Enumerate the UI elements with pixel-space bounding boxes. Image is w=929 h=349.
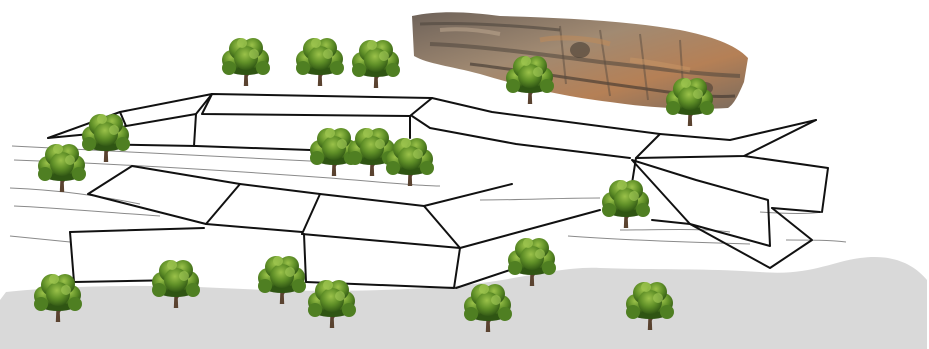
contour-lines — [9, 145, 847, 245]
tree-icon — [37, 143, 87, 193]
tree-icon — [601, 179, 651, 229]
ground-shadow — [0, 256, 927, 349]
terrace-block-outline — [47, 93, 817, 159]
terrace-block-outlines — [47, 93, 829, 289]
terrace-block-outline — [69, 227, 205, 233]
terrace-block-outline — [87, 165, 241, 225]
tree-icon — [81, 113, 131, 163]
tree-icon — [221, 37, 271, 87]
tree-icon — [351, 39, 401, 89]
terrace-block-outline — [659, 119, 817, 141]
tree-icon — [295, 37, 345, 87]
